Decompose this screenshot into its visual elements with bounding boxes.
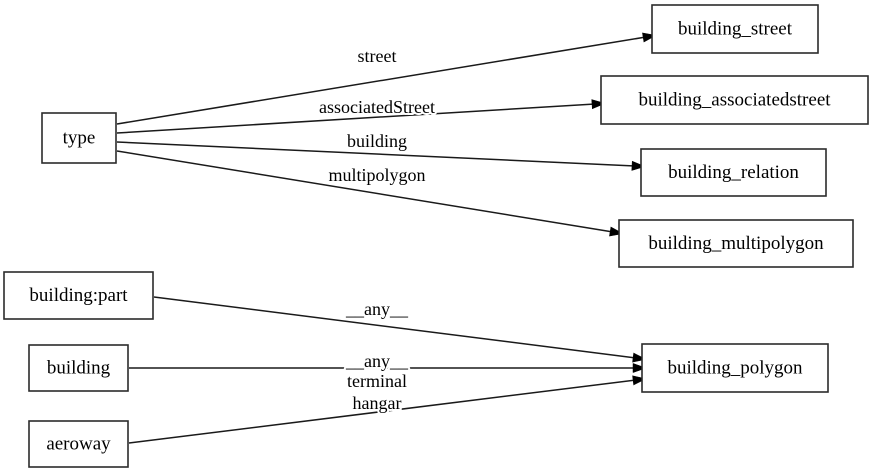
edge-label-halo: street: [358, 46, 397, 66]
edge-label-halo: terminal: [347, 371, 407, 391]
node-building[interactable]: building: [28, 344, 129, 392]
node-box[interactable]: [28, 344, 129, 392]
node-box[interactable]: [28, 420, 129, 468]
nodes-layer: type building_street building_associatedst…: [3, 4, 869, 468]
node-aeroway[interactable]: aeroway: [28, 420, 129, 468]
arrow-head-icon: [631, 160, 646, 171]
edge-line: [153, 296, 637, 359]
node-building_multipolygon[interactable]: building_multipolygon: [618, 219, 854, 268]
edge-line: [116, 141, 636, 167]
edges-layer: [116, 32, 657, 444]
node-box[interactable]: [618, 219, 854, 268]
node-label: building_polygon: [667, 357, 803, 378]
edge-label-halo: associatedStreet: [319, 97, 435, 117]
arrow-head-icon: [591, 99, 606, 110]
edge-label: hangar: [353, 393, 402, 413]
node-box[interactable]: [640, 148, 827, 197]
node-building_polygon[interactable]: building_polygon: [641, 343, 829, 393]
node-box[interactable]: [3, 271, 154, 320]
node-building_street[interactable]: building_street: [651, 4, 819, 54]
node-building_part[interactable]: building:part: [3, 271, 154, 320]
edge-label-halo: building: [347, 131, 407, 151]
edge-line: [116, 150, 614, 233]
node-box[interactable]: [41, 112, 117, 164]
edge-label-halo: __any__: [345, 299, 409, 319]
edge-label: associatedStreet: [319, 97, 435, 117]
node-type[interactable]: type: [41, 112, 117, 164]
edge-line: [128, 379, 637, 444]
node-label: type: [63, 127, 96, 148]
edge-label: multipolygon: [328, 165, 425, 185]
edge-label-halo: multipolygon: [328, 165, 425, 185]
edge-labels-layer: streetstreetassociatedStreetassociatedSt…: [317, 44, 437, 415]
node-label: building_street: [678, 18, 793, 39]
edge-type-building: [116, 141, 646, 171]
node-box[interactable]: [651, 4, 819, 54]
edge-label: terminal: [347, 371, 407, 391]
edge-label: __any__: [345, 299, 409, 319]
node-label: building:part: [29, 285, 128, 306]
node-label: aeroway: [46, 433, 111, 454]
node-label: building: [47, 357, 111, 378]
edge-label: building: [347, 131, 407, 151]
edge-label: street: [358, 46, 397, 66]
node-box[interactable]: [600, 75, 869, 125]
edge-building-any: [129, 363, 647, 373]
edge-label-halo: hangar: [353, 393, 402, 413]
node-box[interactable]: [641, 343, 829, 393]
edge-label-halo: __any__: [345, 351, 409, 371]
node-label: building_associatedstreet: [638, 89, 831, 110]
node-building_associatedstreet[interactable]: building_associatedstreet: [600, 75, 869, 125]
arrow-head-icon: [632, 363, 647, 373]
node-label: building_multipolygon: [648, 233, 824, 254]
edge-type-associatedstreet: [116, 99, 606, 134]
node-building_relation[interactable]: building_relation: [640, 148, 827, 197]
edge-line: [116, 103, 596, 134]
edge-label: __any__: [345, 351, 409, 371]
node-label: building_relation: [668, 162, 799, 183]
edge-line: [116, 36, 647, 125]
